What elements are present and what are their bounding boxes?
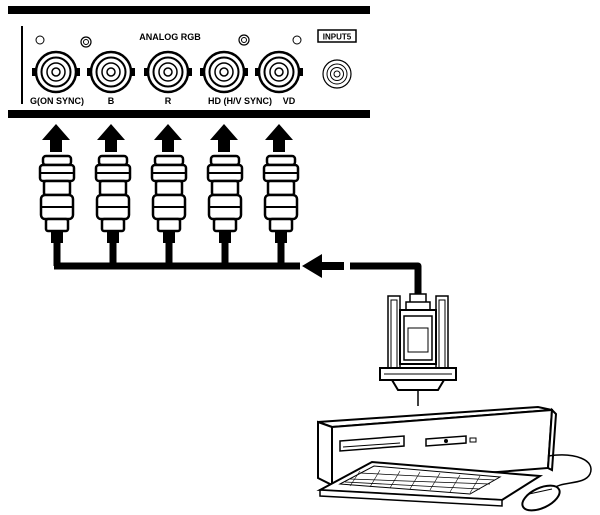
mouse-cable xyxy=(547,454,592,491)
up-arrow-icon-4 xyxy=(210,124,238,152)
bnc-plug-icon-2 xyxy=(94,154,132,245)
bnc-plug-icon-5 xyxy=(262,154,300,245)
bnc-socket-g xyxy=(32,50,80,94)
bnc-socket-vd xyxy=(255,50,303,94)
indicator-led-2 xyxy=(80,36,92,48)
bnc-socket-hd xyxy=(200,50,248,94)
connector-label-vd: VD xyxy=(283,96,296,106)
panel-top-bar xyxy=(8,6,370,14)
input5-jack-ring-3 xyxy=(330,67,344,81)
up-arrow-icon-3 xyxy=(154,124,182,152)
mouse-icon xyxy=(521,484,561,512)
connector-label-hd: HD (H/V SYNC) xyxy=(208,96,272,106)
analog-rgb-label: ANALOG RGB xyxy=(139,32,201,42)
indicator-led-1 xyxy=(35,35,45,45)
input5-jack-ring-2 xyxy=(326,63,348,85)
vga-connector-icon xyxy=(379,293,457,406)
input5-jack-ring-4 xyxy=(333,70,341,78)
up-arrow-icon-5 xyxy=(265,124,293,152)
computer-icon xyxy=(316,405,592,512)
panel-bottom-bar xyxy=(8,110,370,118)
connector-label-g: G(ON SYNC) xyxy=(30,96,84,106)
bnc-socket-b xyxy=(87,50,135,94)
up-arrow-icon-2 xyxy=(97,124,125,152)
up-arrow-icon-1 xyxy=(42,124,70,152)
inputs-badge-label: INPUT5 xyxy=(323,33,352,42)
input-panel: ANALOG RGB INPUT5 xyxy=(8,6,370,118)
bnc-plug-icon-3 xyxy=(150,154,188,245)
bnc-socket-r xyxy=(144,50,192,94)
cable-bundle xyxy=(53,243,422,296)
insert-arrows xyxy=(42,124,293,152)
indicator-led-4 xyxy=(292,35,302,45)
connector-label-r: R xyxy=(165,96,172,106)
bnc-plug-icon-4 xyxy=(206,154,244,245)
indicator-led-3 xyxy=(238,34,250,46)
bnc-plug-icon-1 xyxy=(38,154,76,245)
vga-cable xyxy=(350,262,422,296)
bnc-plugs xyxy=(38,154,300,245)
indicator-led-2-inner xyxy=(83,39,89,45)
inputs-badge-box xyxy=(317,29,357,43)
left-arrow-icon xyxy=(302,254,344,278)
indicator-led-3-inner xyxy=(241,37,247,43)
connector-label-b: B xyxy=(108,96,115,106)
